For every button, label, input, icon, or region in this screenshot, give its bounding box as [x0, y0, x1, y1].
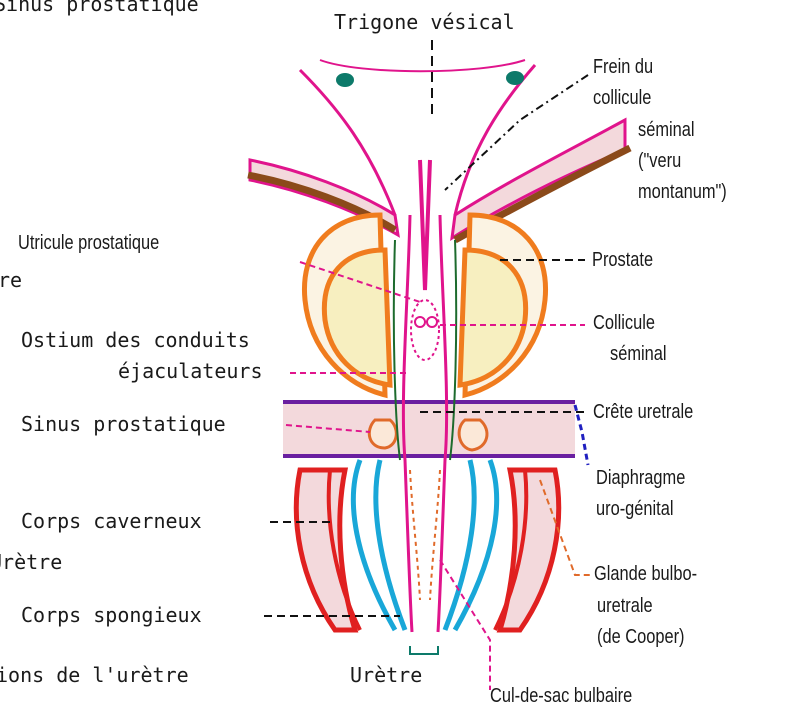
- label-glande-line-3: (de Cooper): [597, 627, 685, 647]
- bladder-wall: [248, 60, 630, 240]
- label-prostate: Prostate: [592, 250, 653, 270]
- label-corps-caverneux: Corps caverneux: [21, 511, 202, 531]
- label-left-cut: re: [0, 270, 22, 290]
- label-sinus-prostatique: Sinus prostatique: [21, 414, 226, 434]
- label-portions-urethre: ions de l'urètre: [0, 665, 189, 685]
- label-utricule-prostatique: Utricule prostatique: [18, 233, 159, 253]
- label-urethre-left: Urètre: [0, 552, 62, 572]
- label-ostium-line-1: Ostium des conduits: [21, 330, 250, 350]
- label-collicule-line-1: Collicule: [593, 313, 655, 333]
- label-frein-line-2: collicule: [593, 88, 651, 108]
- label-glande-line-2: uretrale: [597, 596, 653, 616]
- ureteral-orifice-right: [506, 71, 524, 85]
- corpora-cavernosa: [296, 470, 558, 630]
- label-frein-line-5: montanum"): [638, 182, 727, 202]
- label-urethre-bottom: Urètre: [350, 665, 422, 685]
- label-frein-line-1: Frein du: [593, 57, 653, 77]
- label-frein-line-3: séminal: [638, 120, 695, 140]
- label-glande-line-1: Glande bulbo-: [594, 564, 697, 584]
- label-cul-de-sac-bulbaire: Cul-de-sac bulbaire: [490, 686, 632, 706]
- label-collicule-line-2: séminal: [610, 344, 667, 364]
- ureteral-orifice-left: [336, 73, 354, 87]
- label-diaphragme-line-2: uro-génital: [596, 499, 674, 519]
- label-crete-uretrale: Crête uretrale: [593, 402, 693, 422]
- label-corps-spongieux: Corps spongieux: [21, 605, 202, 625]
- corpus-spongiosum: [353, 460, 496, 630]
- label-ostium-line-2: éjaculateurs: [118, 361, 263, 381]
- label-frein-line-4: ("veru: [638, 151, 681, 171]
- label-trigone-vesical: Trigone vésical: [334, 12, 515, 32]
- label-top-cut: Sinus prostatique: [0, 0, 199, 14]
- label-diaphragme-line-1: Diaphragme: [596, 468, 685, 488]
